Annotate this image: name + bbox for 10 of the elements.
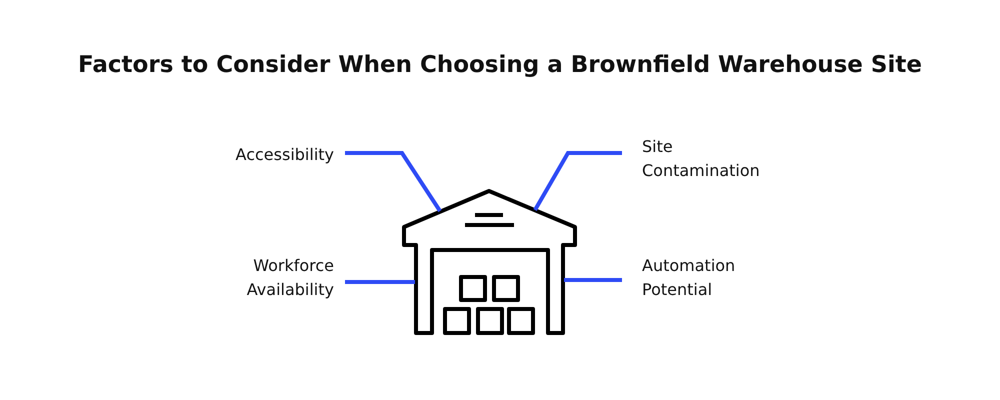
factor-label: Site Contamination — [642, 136, 761, 182]
leader-line — [564, 278, 622, 282]
leader-line — [345, 151, 442, 212]
factor-label: Automation Potential — [642, 255, 736, 301]
title: Factors to Consider When Choosing a Brownfield Warehouse Site — [77, 52, 923, 78]
factor-label: Accessibility — [234, 144, 334, 166]
factor-label: Workforce Availability — [246, 255, 334, 301]
leader-line — [345, 280, 415, 284]
leader-line — [533, 151, 622, 211]
warehouse-icon — [402, 189, 577, 335]
